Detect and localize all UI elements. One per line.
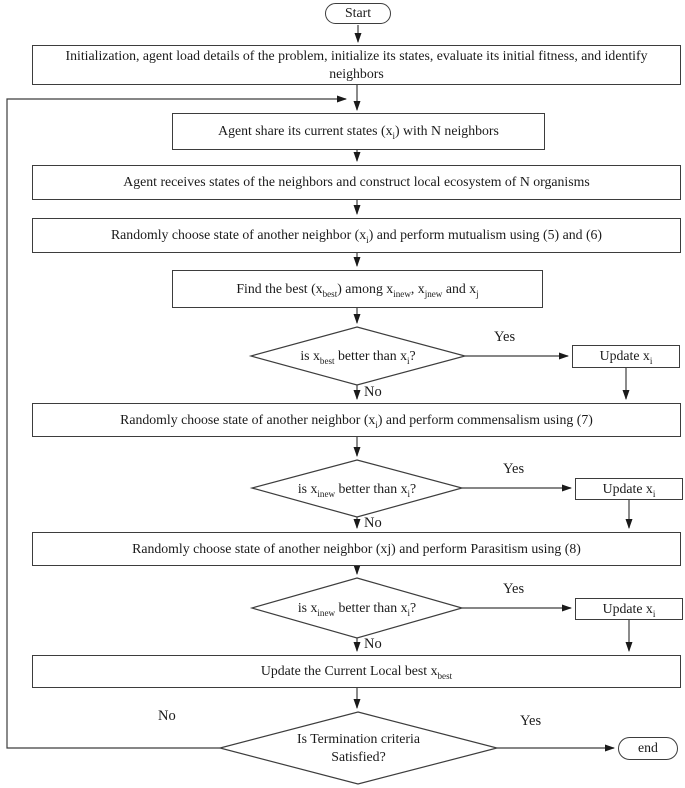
subscript: i — [366, 235, 369, 245]
no-label-4: No — [158, 708, 176, 724]
parasitism-label: Randomly choose state of another neighbo… — [132, 540, 581, 556]
find-best-label: Find the best (xbest) among xinew, xjnew… — [236, 280, 478, 298]
parasitism-box: Randomly choose state of another neighbo… — [32, 532, 681, 566]
subscript: jnew — [424, 288, 443, 299]
text-fragment: , x — [410, 280, 425, 296]
no-label-3: No — [364, 636, 382, 652]
yes-label-1: Yes — [494, 329, 516, 345]
decision3-diamond — [249, 577, 465, 639]
commensalism-box: Randomly choose state of another neighbo… — [32, 403, 681, 437]
subscript: i — [649, 356, 653, 366]
no-label-2: No — [364, 515, 382, 531]
start-terminator: Start — [325, 3, 391, 24]
start-label: Start — [344, 5, 372, 21]
subscript: inew — [317, 488, 336, 499]
text-fragment: Update x — [602, 480, 653, 496]
yes-label-2: Yes — [503, 461, 525, 477]
decision2-label: is xinew better than xi? — [298, 480, 416, 498]
yes-label-3: Yes — [503, 581, 525, 597]
mutualism-box: Randomly choose state of another neighbo… — [32, 218, 681, 253]
subscript: j — [476, 288, 479, 299]
text-fragment: Update x — [602, 600, 653, 616]
decision2-text: is xinew better than xi? — [252, 460, 462, 517]
subscript: i — [406, 355, 410, 366]
text-fragment: Randomly choose state of another neighbo… — [110, 227, 367, 243]
subscript: i — [375, 419, 378, 430]
subscript: i — [407, 607, 411, 618]
subscript: best — [437, 671, 453, 681]
edge-loopback-no — [6, 95, 347, 749]
text-fragment: and x — [442, 280, 477, 296]
text-fragment: ) and perform mutualism using (5) and (6… — [368, 227, 603, 243]
decision1-diamond — [248, 326, 468, 386]
receive-states-box: Agent receives states of the neighbors a… — [32, 165, 681, 200]
find-best-box: Find the best (xbest) among xinew, xjnew… — [172, 270, 543, 308]
subscript: i — [652, 488, 656, 499]
termination-diamond — [217, 711, 500, 785]
initialization-label: Initialization, agent load details of th… — [65, 47, 648, 81]
text-fragment: ? — [409, 348, 416, 364]
update1-box: Update xi — [572, 345, 680, 368]
decision3-text: is xinew better than xi? — [252, 578, 462, 638]
text-fragment: is x — [300, 348, 320, 364]
decision2-diamond — [249, 459, 465, 518]
termination-text: Is Termination criteria Satisfied? — [220, 712, 497, 784]
mutualism-label: Randomly choose state of another neighbo… — [111, 226, 602, 244]
text-fragment: better than x — [334, 348, 407, 364]
subscript: best — [322, 288, 338, 299]
share-states-box: Agent share its current states (xi) with… — [172, 113, 545, 150]
update-local-best-box: Update the Current Local best xbest — [32, 655, 681, 688]
text-fragment: better than x — [335, 480, 408, 496]
update-local-best-label: Update the Current Local best xbest — [261, 662, 452, 680]
termination-line2: Satisfied? — [331, 749, 386, 764]
no-label-1: No — [364, 384, 382, 400]
commensalism-label: Randomly choose state of another neighbo… — [120, 411, 593, 429]
end-label: end — [638, 740, 658, 756]
text-fragment: ) with N neighbors — [395, 123, 499, 139]
text-fragment: Update the Current Local best x — [260, 663, 438, 679]
share-states-label: Agent share its current states (xi) with… — [218, 122, 499, 140]
decision1-text: is xbest better than xi? — [251, 327, 465, 385]
subscript: i — [407, 488, 411, 499]
subscript: inew — [317, 607, 336, 618]
text-fragment: ? — [410, 480, 417, 496]
decision1-label: is xbest better than xi? — [300, 347, 415, 365]
text-fragment: ? — [410, 600, 417, 616]
text-fragment: better than x — [335, 600, 408, 616]
text-fragment: ) among x — [337, 280, 394, 296]
text-fragment: Update x — [599, 348, 650, 364]
text-fragment: Agent share its current states (x — [218, 123, 393, 139]
update3-box: Update xi — [575, 598, 683, 620]
decision3-label: is xinew better than xi? — [298, 599, 416, 617]
yes-label-4: Yes — [520, 713, 542, 729]
initialization-box: Initialization, agent load details of th… — [32, 45, 681, 85]
connector-lines — [6, 25, 633, 752]
text-fragment: ) and perform commensalism using (7) — [377, 411, 593, 427]
update2-label: Update xi — [603, 480, 656, 498]
subscript: inew — [393, 288, 411, 299]
text-fragment: Find the best (x — [236, 280, 323, 296]
subscript: i — [652, 608, 656, 619]
termination-line1: Is Termination criteria — [297, 731, 420, 747]
text-fragment: Randomly choose state of another neighbo… — [120, 411, 376, 427]
text-fragment: is x — [297, 600, 318, 616]
subscript: i — [392, 131, 395, 141]
text-fragment: is x — [297, 480, 318, 496]
update3-label: Update xi — [603, 600, 656, 618]
update1-label: Update xi — [600, 347, 653, 365]
end-terminator: end — [618, 737, 678, 760]
subscript: best — [319, 355, 335, 366]
update2-box: Update xi — [575, 478, 683, 500]
receive-states-label: Agent receives states of the neighbors a… — [123, 174, 590, 190]
